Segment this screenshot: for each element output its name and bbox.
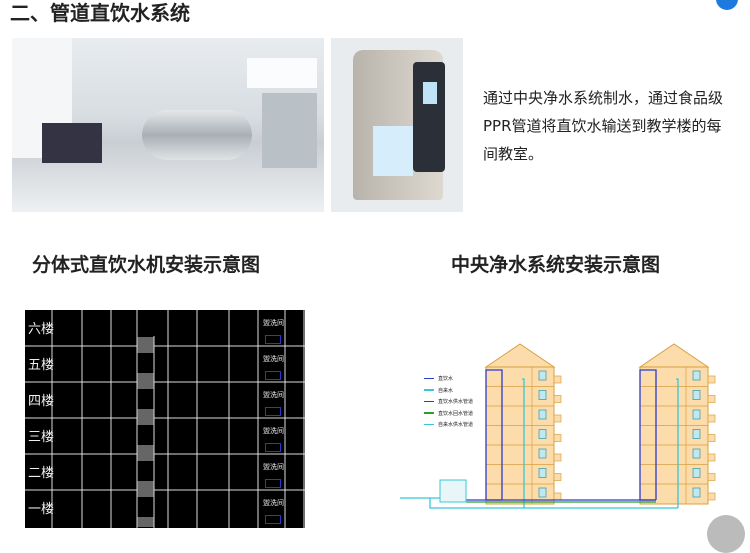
balcony	[707, 473, 716, 481]
top-right-badge[interactable]	[716, 0, 738, 10]
balcony	[553, 395, 562, 403]
floor-label: 一楼	[28, 502, 55, 517]
floor-label: 二楼	[28, 466, 55, 481]
window	[538, 468, 547, 478]
balcony	[553, 414, 562, 423]
legend-swatch	[424, 423, 434, 426]
window	[692, 468, 701, 478]
tap-main-pipe	[429, 498, 678, 509]
window	[692, 429, 701, 439]
balcony	[707, 453, 716, 462]
purification-unit	[439, 479, 467, 503]
room-label: 盥洗间	[263, 427, 284, 435]
window	[538, 448, 547, 459]
legend-item: 自来水供水管道	[424, 420, 473, 432]
balcony	[553, 375, 562, 384]
floor-label: 三楼	[28, 430, 55, 445]
window	[692, 409, 701, 420]
window	[692, 487, 701, 498]
right-diagram-title: 中央净水系统安装示意图	[451, 254, 661, 276]
legend-label: 直饮水	[438, 376, 454, 382]
legend-label: 直饮水供水管道	[438, 399, 474, 405]
dispenser-mark	[265, 407, 281, 416]
water-dispenser-photo	[331, 38, 463, 212]
balcony	[553, 473, 562, 481]
legend-swatch	[424, 377, 434, 380]
dispenser-mark	[265, 443, 281, 452]
balcony	[553, 492, 562, 501]
dispenser-mark	[265, 479, 281, 488]
legend-label: 直饮水回水管道	[438, 410, 474, 417]
room-label: 盥洗间	[263, 391, 284, 399]
dispenser-mark	[265, 371, 281, 380]
split-dispenser-diagram: 六楼盥洗间五楼盥洗间四楼盥洗间三楼盥洗间二楼盥洗间一楼盥洗间	[25, 310, 305, 528]
legend-label: 自来水	[438, 387, 454, 394]
balcony	[707, 414, 716, 423]
floor-label: 六楼	[28, 322, 55, 337]
scroll-to-top-button[interactable]	[707, 515, 745, 553]
legend-item: 直饮水回水管道	[424, 409, 473, 421]
window	[538, 487, 547, 498]
legend-label: 自来水供水管道	[438, 422, 474, 428]
legend-item: 直饮水	[424, 374, 473, 386]
floor-label: 五楼	[28, 358, 55, 373]
room-label: 盥洗间	[263, 463, 284, 471]
balcony	[707, 395, 716, 403]
dispenser-mark	[265, 335, 281, 344]
balcony	[707, 492, 716, 501]
balcony	[553, 434, 562, 442]
window	[538, 370, 547, 381]
floor-label: 四楼	[28, 394, 55, 409]
legend-swatch	[424, 412, 434, 414]
legend-item: 直饮水供水管道	[424, 397, 473, 409]
balcony	[707, 375, 716, 384]
window	[692, 390, 701, 400]
legend-item: 自来水	[424, 386, 473, 398]
tap-pipe	[522, 378, 525, 508]
window	[692, 448, 701, 459]
section-title: 二、管道直饮水系统	[10, 1, 190, 25]
balcony	[553, 453, 562, 462]
central-system-diagram: 直饮水自来水直饮水供水管道直饮水回水管道自来水供水管道	[400, 330, 720, 520]
water-plant-photo	[12, 38, 324, 212]
window	[692, 370, 701, 381]
room-label: 盥洗间	[263, 355, 284, 363]
window	[538, 429, 547, 439]
window	[538, 390, 547, 400]
system-description: 通过中央净水系统制水，通过食品级PPR管道将直饮水输送到教学楼的每间教室。	[483, 89, 724, 163]
window	[538, 409, 547, 420]
left-diagram-title: 分体式直饮水机安装示意图	[32, 254, 261, 276]
balcony	[707, 434, 716, 442]
room-label: 盥洗间	[263, 319, 284, 327]
building-roof	[484, 343, 556, 368]
legend-swatch	[424, 400, 434, 403]
building-roof	[638, 343, 710, 368]
legend-swatch	[424, 389, 434, 391]
room-label: 盥洗间	[263, 499, 284, 507]
dispenser-mark	[265, 515, 281, 524]
tap-pipe	[676, 378, 679, 508]
